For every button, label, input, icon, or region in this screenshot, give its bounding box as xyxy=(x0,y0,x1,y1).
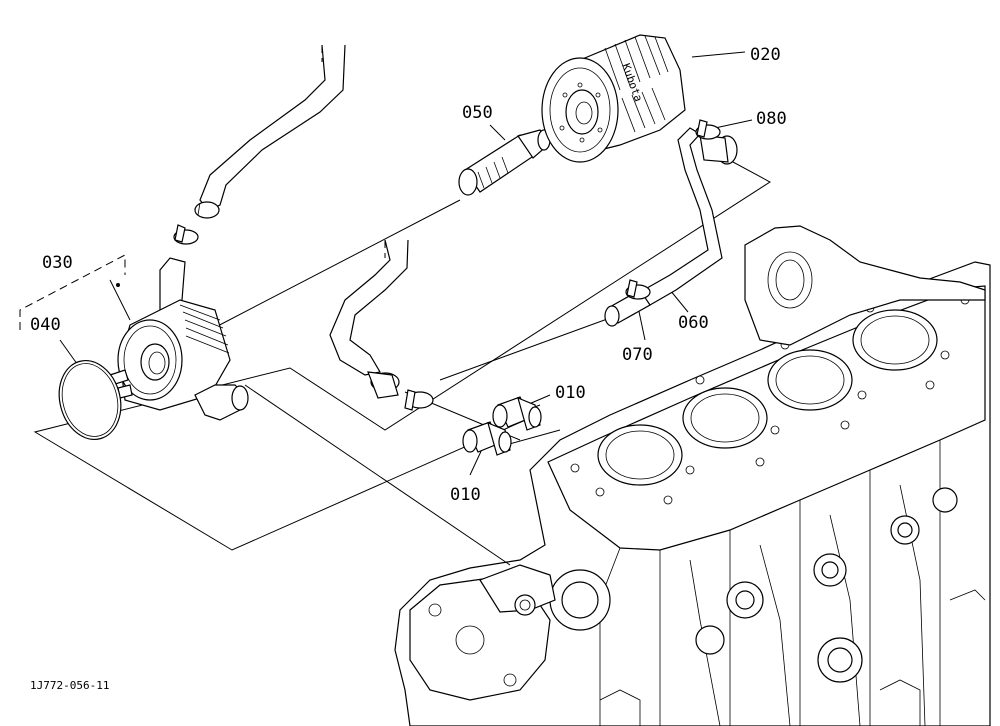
label-010-upper: 010 xyxy=(555,383,586,403)
label-080: 080 xyxy=(756,109,787,129)
oil-filter-020: Kubota xyxy=(541,34,686,163)
nipple-010-upper xyxy=(492,396,542,431)
label-050: 050 xyxy=(462,103,493,123)
cylinder-bore-2 xyxy=(682,387,768,449)
lower-coolant-hose xyxy=(329,239,409,399)
union-bolt-050 xyxy=(458,129,551,196)
o-ring-040 xyxy=(58,359,122,441)
cylinder-bore-3 xyxy=(767,349,853,411)
label-060: 060 xyxy=(678,313,709,333)
hose-070 xyxy=(604,279,651,327)
hose-clamp-upper xyxy=(173,224,199,245)
cylinder-bore-1 xyxy=(597,424,683,486)
upper-coolant-hose xyxy=(194,44,346,219)
drawing-code: 1J772-056-11 xyxy=(30,679,109,692)
oil-pipe-060 xyxy=(639,127,738,306)
cylinder-bore-4 xyxy=(852,309,938,371)
engine-block xyxy=(394,225,991,726)
label-070: 070 xyxy=(622,345,653,365)
hose-clamp-lower xyxy=(404,389,434,411)
label-040: 040 xyxy=(30,315,61,335)
hose-clamp-080 xyxy=(695,119,721,140)
label-020: 020 xyxy=(750,45,781,65)
oil-cooler-030 xyxy=(109,257,249,421)
label-030: 030 xyxy=(42,253,73,273)
label-010-lower: 010 xyxy=(450,485,481,505)
guide-lines xyxy=(19,51,771,566)
nipple-010-lower xyxy=(462,421,512,456)
